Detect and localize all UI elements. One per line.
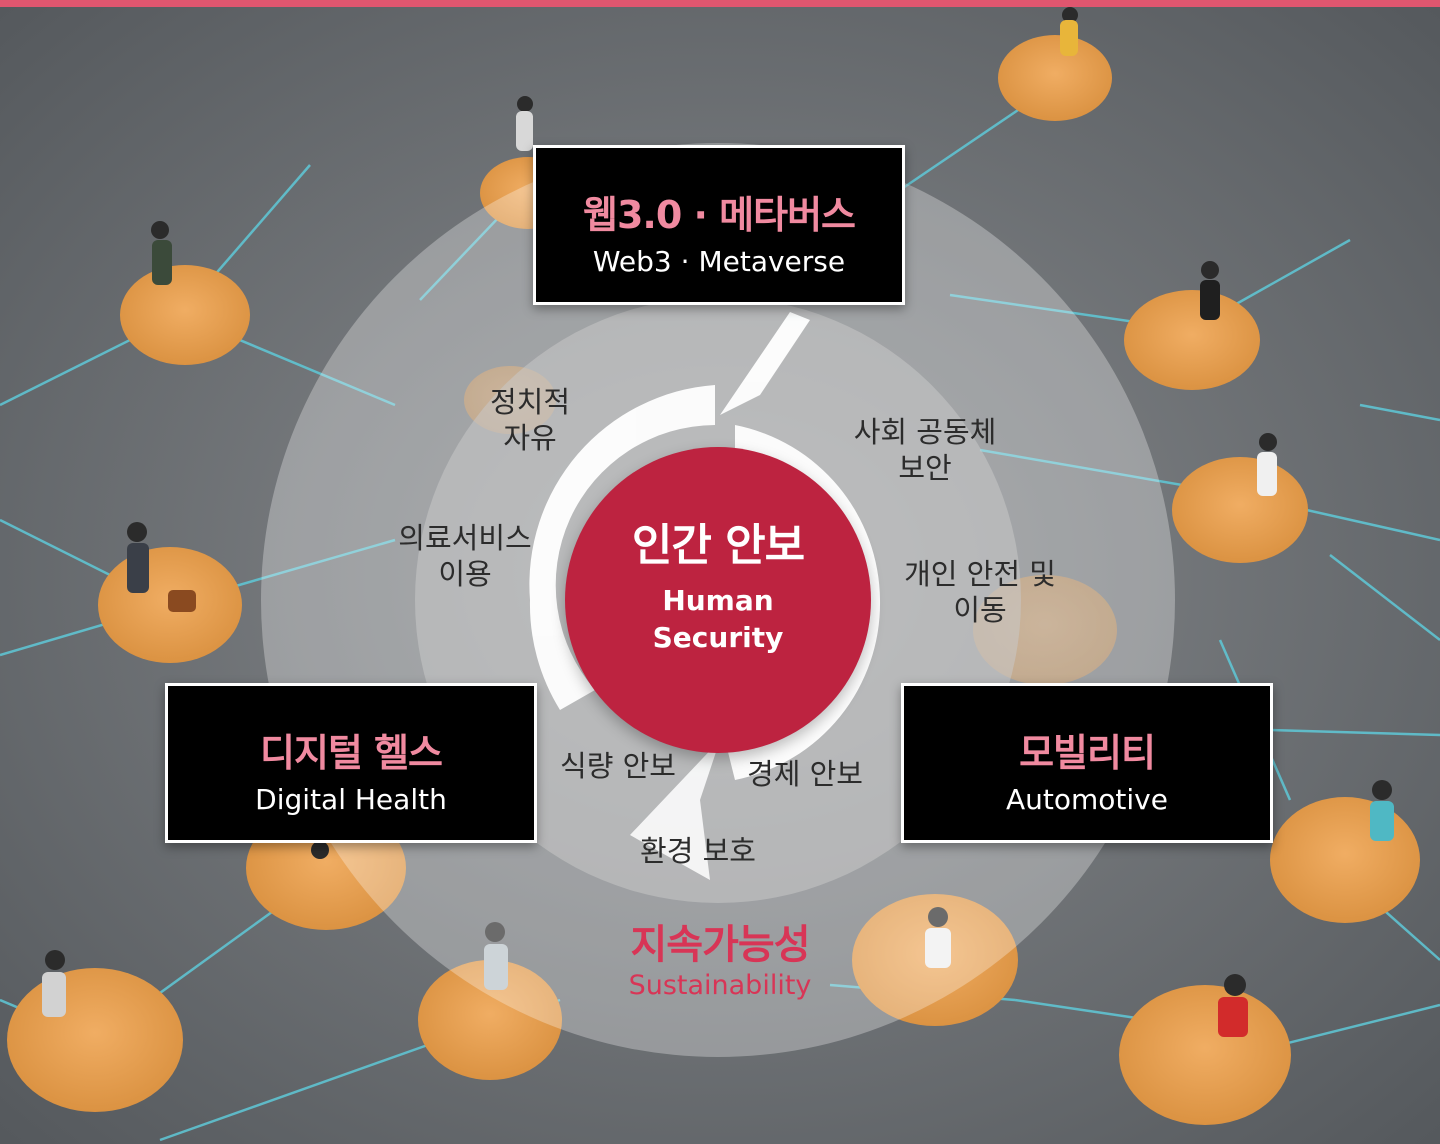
sustainability-label: 지속가능성 Sustainability	[580, 912, 860, 1001]
health-title-ko: 디지털 헬스	[259, 731, 443, 775]
mobility-title-en: Automotive	[1006, 783, 1168, 816]
human-security-circle: 인간 안보 Human Security	[565, 447, 871, 753]
label-food-security: 식량 안보	[560, 749, 676, 783]
label-medical-service: 의료서비스 이용	[398, 521, 532, 592]
label-economic-security: 경제 안보	[747, 757, 863, 791]
web3-title-ko: 웹3.0 · 메타버스	[582, 193, 856, 237]
web3-metaverse-box: 웹3.0 · 메타버스 Web3 · Metaverse	[533, 145, 905, 305]
center-title-en: Human Security	[652, 584, 784, 654]
health-title-en: Digital Health	[255, 783, 447, 816]
digital-health-box: 디지털 헬스 Digital Health	[165, 683, 537, 843]
label-personal-safety: 개인 안전 및 이동	[904, 557, 1056, 628]
top-accent-bar	[0, 0, 1440, 7]
mobility-box: 모빌리티 Automotive	[901, 683, 1273, 843]
label-environment: 환경 보호	[640, 834, 756, 868]
people-figures	[42, 7, 1394, 1037]
mobility-title-ko: 모빌리티	[1019, 731, 1156, 775]
label-community-security: 사회 공동체 보안	[853, 415, 997, 486]
web3-title-en: Web3 · Metaverse	[592, 245, 846, 278]
sustainability-ko: 지속가능성	[630, 922, 811, 968]
sustainability-en: Sustainability	[628, 970, 812, 1001]
label-political-freedom: 정치적 자유	[489, 385, 571, 456]
center-title-ko: 인간 안보	[631, 520, 805, 571]
